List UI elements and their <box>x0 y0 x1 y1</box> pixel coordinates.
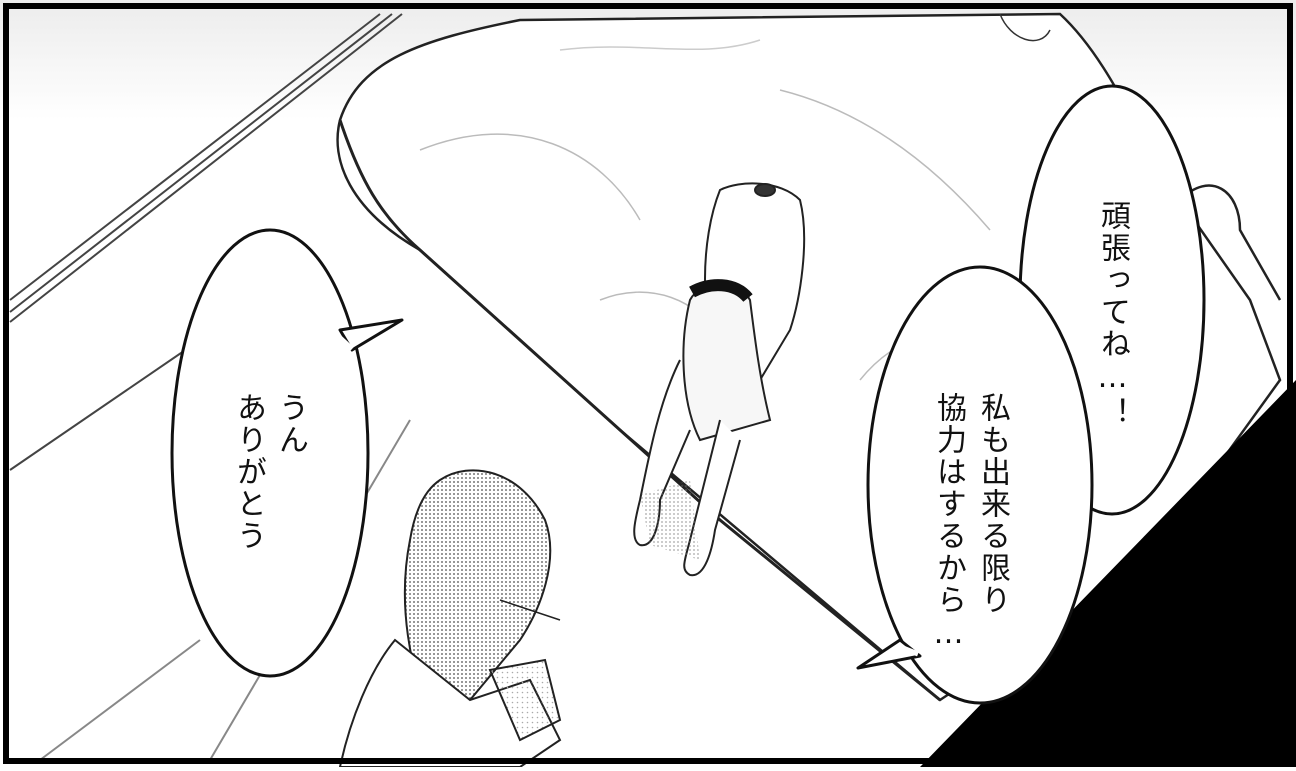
dialogue-right-bottom-line2: 協力はするから… <box>931 392 966 653</box>
dialogue-left-line2: ありがとう <box>231 392 266 552</box>
dialogue-left-line1: うん <box>273 392 308 456</box>
floor-lines <box>9 13 411 761</box>
boy-figure <box>338 469 562 768</box>
dialogue-right-top-line1: 頑張ってね…！ <box>1095 200 1130 429</box>
girl-figure <box>633 182 806 577</box>
speech-bubble-left <box>170 228 404 678</box>
dialogue-right-bottom-line1: 私も出来る限り <box>975 392 1010 616</box>
panel-border <box>3 3 1293 764</box>
speech-bubble-right-bottom <box>856 265 1094 705</box>
